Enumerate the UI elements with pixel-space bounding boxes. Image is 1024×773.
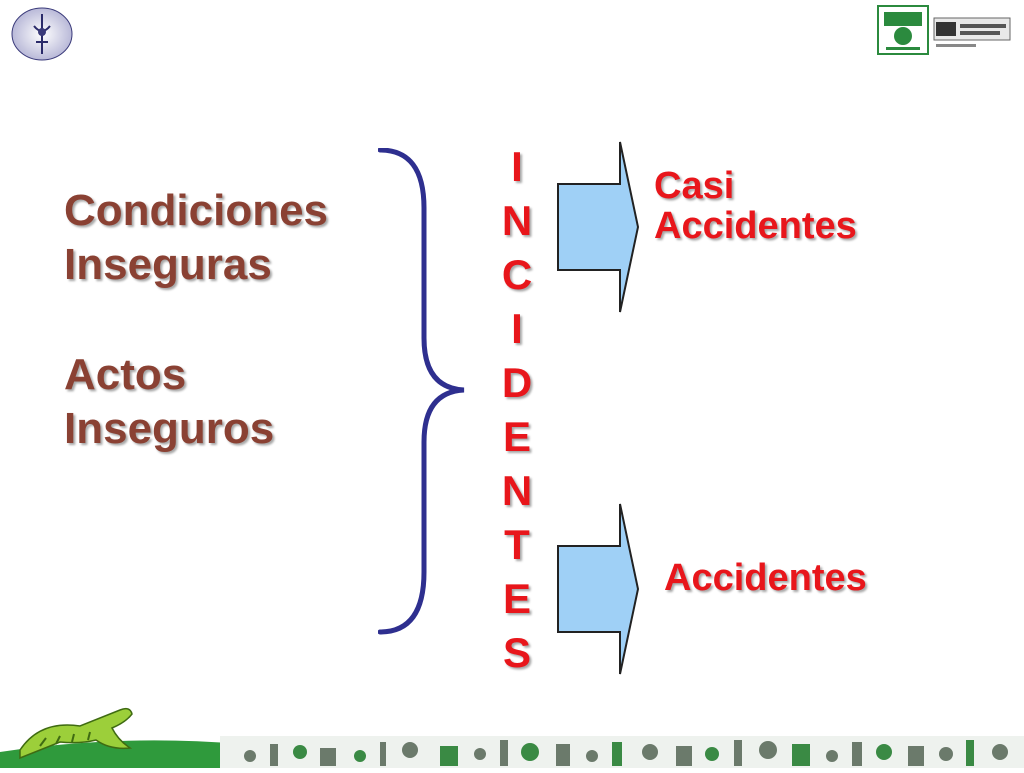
iguana-icon bbox=[19, 707, 133, 760]
arrow-right-icon-bottom bbox=[556, 502, 640, 676]
unsafe-conditions-line2: Inseguras bbox=[64, 240, 272, 289]
letter: I bbox=[511, 305, 523, 352]
certification-logo bbox=[876, 4, 1012, 56]
near-miss-line1: Casi bbox=[654, 165, 735, 207]
letter: N bbox=[501, 197, 533, 244]
letter: E bbox=[502, 575, 531, 622]
letter: S bbox=[502, 629, 531, 676]
letter: T bbox=[504, 521, 530, 568]
unsafe-conditions-line1: Condiciones bbox=[64, 186, 329, 235]
near-miss-label: Casi Accidentes bbox=[654, 166, 857, 246]
letter: E bbox=[502, 413, 531, 460]
letter: C bbox=[501, 251, 533, 298]
letter: I bbox=[511, 143, 523, 190]
curly-brace bbox=[377, 147, 468, 636]
company-logo bbox=[8, 6, 76, 62]
unsafe-causes-block: Condiciones Inseguras Actos Inseguros bbox=[64, 184, 328, 456]
incidentes-vertical-word: I N C I D E N T E S bbox=[496, 140, 538, 680]
near-miss-line2: Accidentes bbox=[654, 205, 857, 247]
footer-banner bbox=[0, 700, 1024, 768]
letter: D bbox=[501, 359, 533, 406]
arrow-right-icon-top bbox=[556, 140, 640, 314]
unsafe-acts-line2: Inseguros bbox=[64, 404, 275, 453]
accidents-label: Accidentes bbox=[664, 557, 867, 599]
unsafe-acts-line1: Actos bbox=[64, 350, 187, 399]
letter: N bbox=[501, 467, 533, 514]
